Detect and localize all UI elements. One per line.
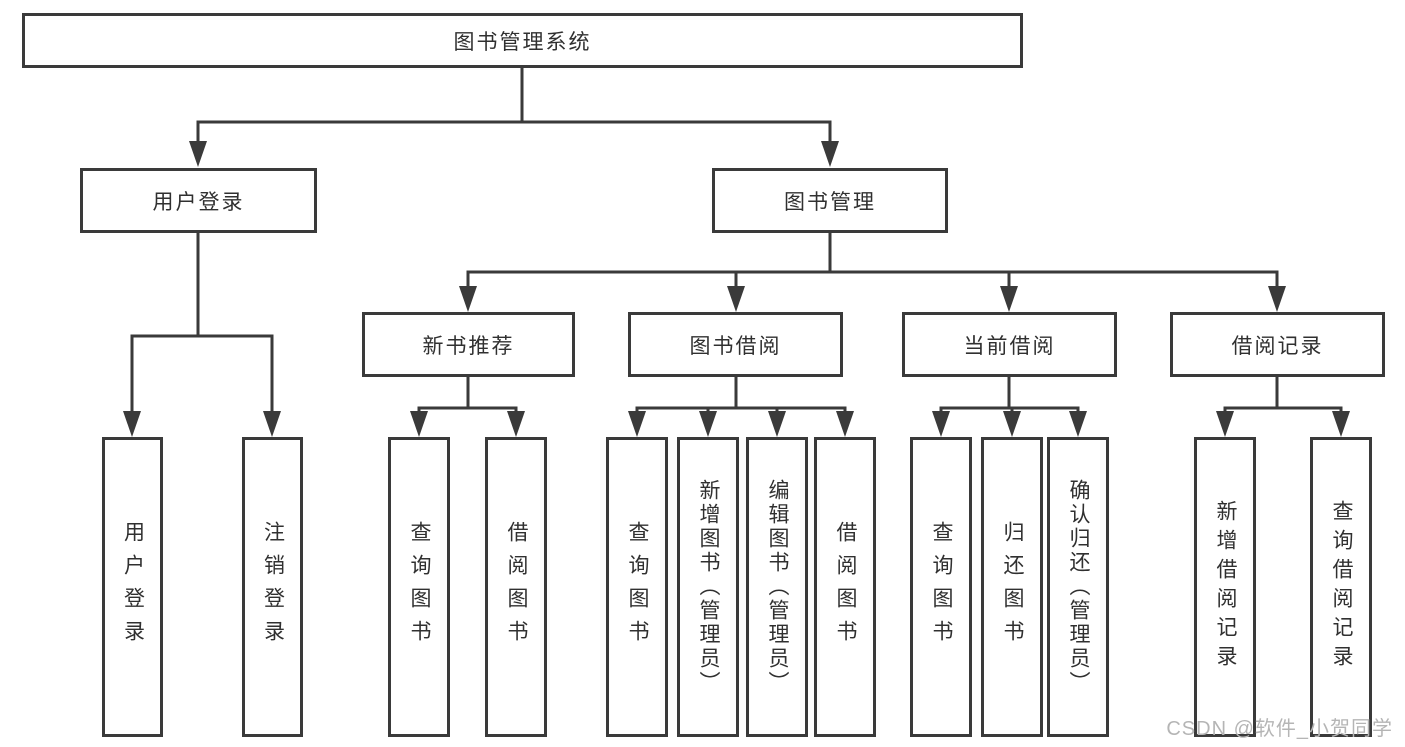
leaf-edit-book-admin-label: 编辑图书（管理员） [766,479,789,695]
leaf-add-borrow-record-label: 新增借阅记录 [1214,500,1237,674]
leaf-add-borrow-record: 新增借阅记录 [1194,437,1256,737]
leaf-query-book-2-label: 查询图书 [626,521,649,653]
leaf-borrow-book-1: 借阅图书 [485,437,547,737]
leaf-user-login-label: 用户登录 [121,521,145,653]
leaf-edit-book-admin: 编辑图书（管理员） [746,437,808,737]
node-borrow-record: 借阅记录 [1170,312,1385,377]
leaf-confirm-return-admin: 确认归还（管理员） [1047,437,1109,737]
node-root: 图书管理系统 [22,13,1023,68]
leaf-query-book-1-label: 查询图书 [408,521,431,653]
node-new-book-recommend: 新书推荐 [362,312,575,377]
leaf-add-book-admin-label: 新增图书（管理员） [697,479,720,695]
leaf-query-book-1: 查询图书 [388,437,450,737]
csdn-watermark: CSDN @软件_小贺同学 [1166,718,1393,740]
leaf-query-book-2: 查询图书 [606,437,668,737]
leaf-logout: 注销登录 [242,437,303,737]
leaf-borrow-book-2: 借阅图书 [814,437,876,737]
leaf-query-book-3-label: 查询图书 [930,521,953,653]
node-user-login: 用户登录 [80,168,317,233]
leaf-confirm-return-admin-label: 确认归还（管理员） [1067,479,1090,695]
leaf-logout-label: 注销登录 [261,521,285,653]
leaf-add-book-admin: 新增图书（管理员） [677,437,739,737]
node-current-borrow: 当前借阅 [902,312,1117,377]
leaf-query-borrow-record-label: 查询借阅记录 [1330,500,1353,674]
leaf-query-borrow-record: 查询借阅记录 [1310,437,1372,737]
node-book-management: 图书管理 [712,168,948,233]
leaf-borrow-book-2-label: 借阅图书 [834,521,857,653]
leaf-return-book-label: 归还图书 [1001,521,1024,653]
leaf-borrow-book-1-label: 借阅图书 [505,521,528,653]
node-book-borrow: 图书借阅 [628,312,843,377]
leaf-user-login: 用户登录 [102,437,163,737]
leaf-query-book-3: 查询图书 [910,437,972,737]
leaf-return-book: 归还图书 [981,437,1043,737]
